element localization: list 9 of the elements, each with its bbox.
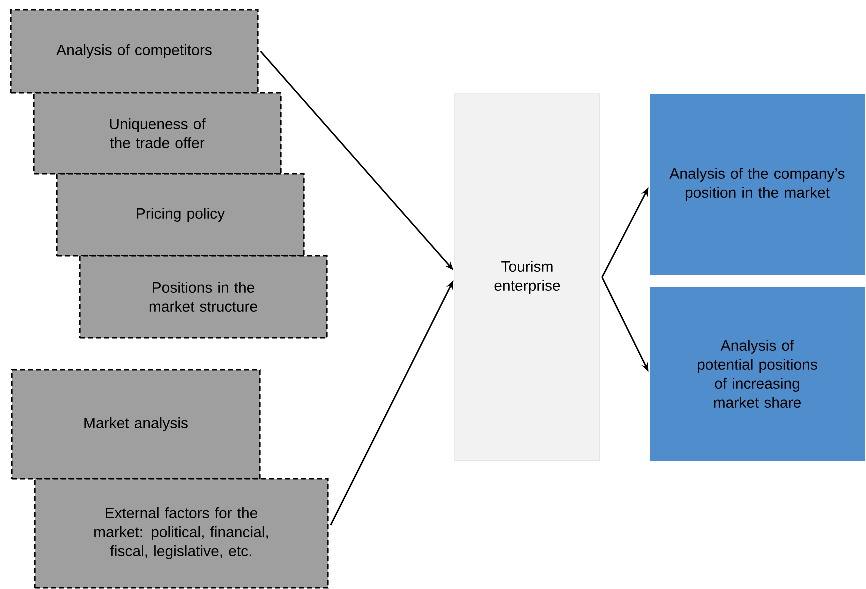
result-box: Analysis of the company’s position in the market: [650, 94, 866, 275]
factor-box: Pricing policy: [56, 173, 305, 257]
result-box: Analysis of potential positions of increasing market share: [650, 287, 866, 461]
factor-box: Uniqueness of the trade offer: [33, 92, 282, 175]
factor-box: Positions in the market structure: [79, 255, 328, 339]
factor-box: External factors for the market: political, financial, fiscal, legislative, etc.: [34, 478, 329, 589]
enterprise-box: Tourism enterprise: [454, 94, 600, 462]
factor-box: Market analysis: [11, 369, 261, 480]
factor-box: Analysis of competitors: [10, 9, 259, 94]
